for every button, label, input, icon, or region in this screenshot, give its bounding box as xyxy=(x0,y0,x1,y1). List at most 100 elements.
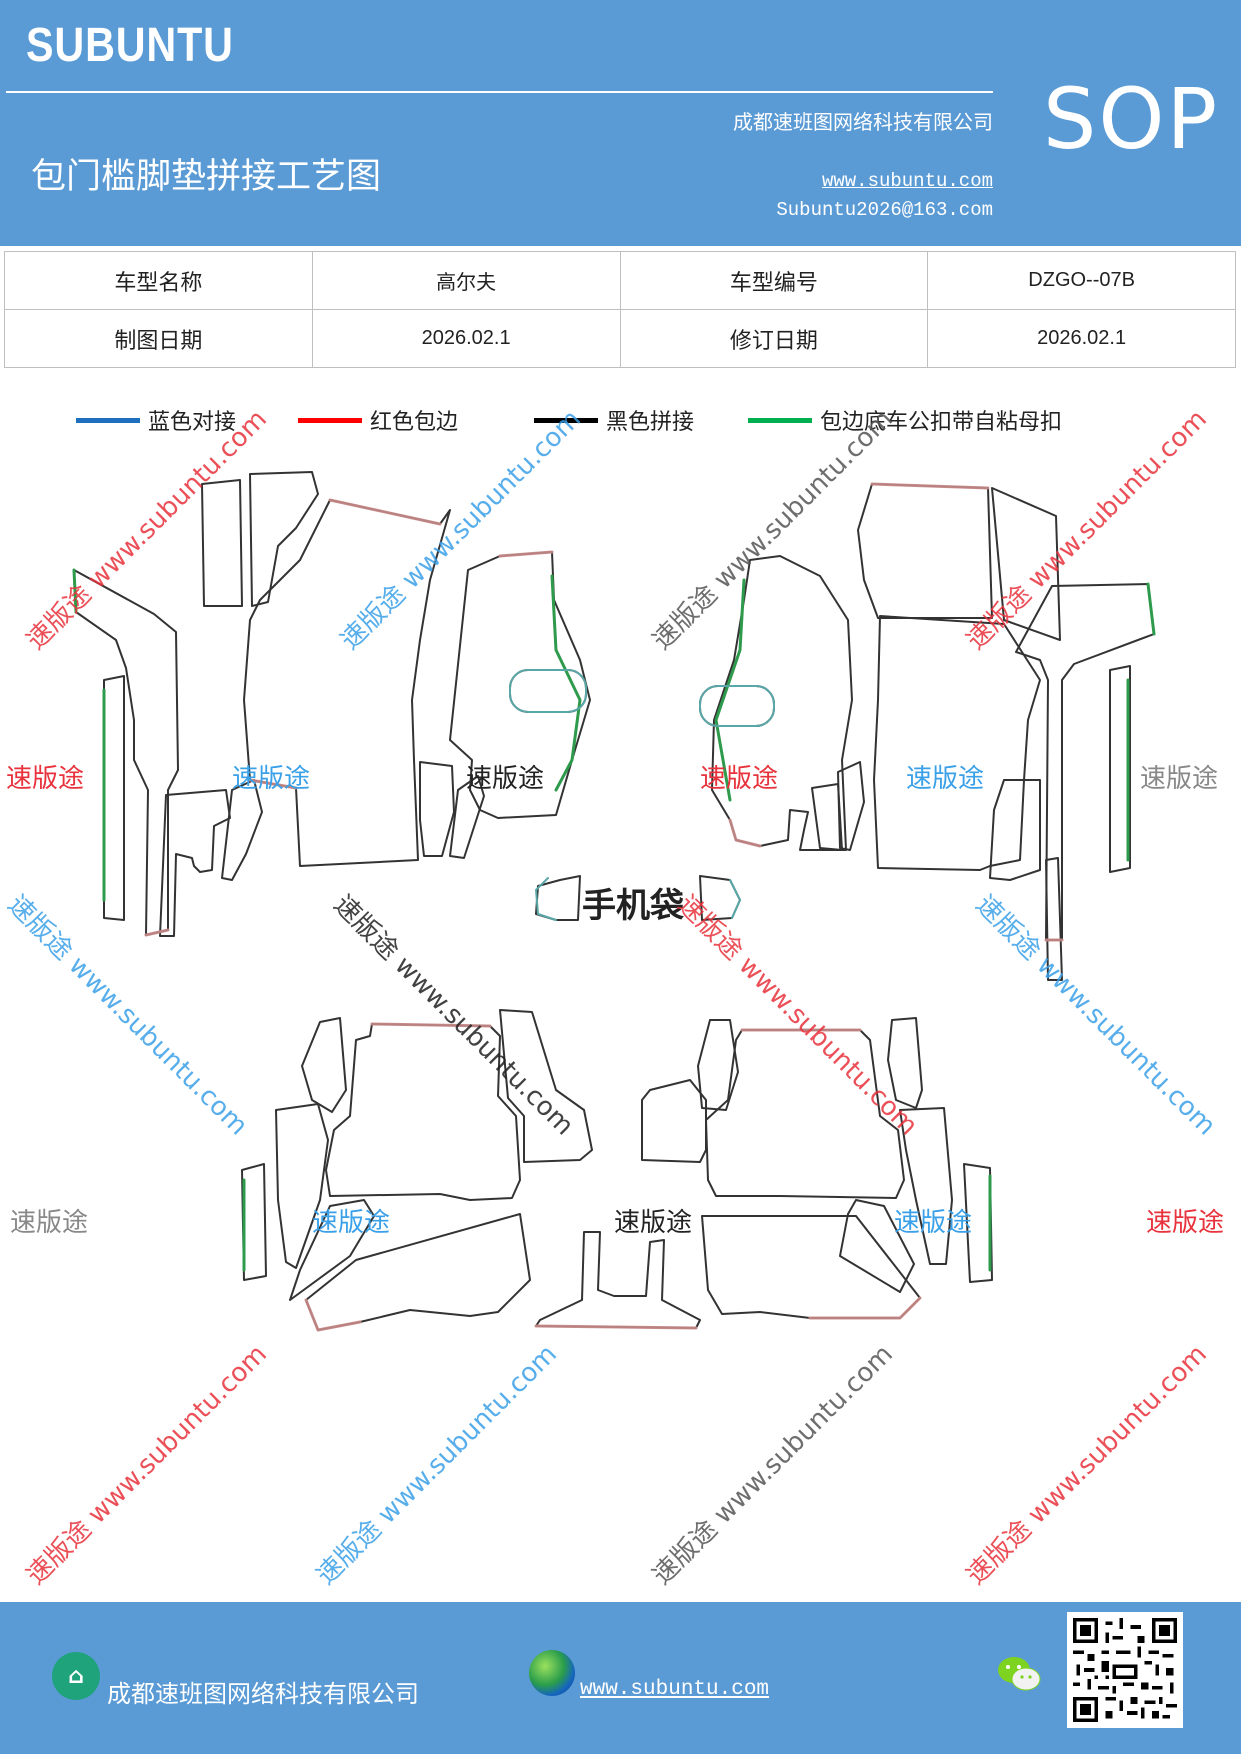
mat-piece xyxy=(697,1019,739,1111)
legend-item-green: 包边底车公扣带自粘母扣 xyxy=(748,402,1062,438)
mat-piece xyxy=(887,1017,923,1109)
mat-piece xyxy=(499,1009,593,1163)
red-edge xyxy=(248,778,298,790)
watermark-diagonal: 速版途 www.subuntu.com xyxy=(21,1339,273,1591)
mat-piece xyxy=(241,1163,267,1281)
mat-piece xyxy=(275,1103,329,1269)
wechat-icon[interactable] xyxy=(996,1654,1042,1694)
mat-piece xyxy=(811,783,843,851)
watermark-text: 速版途 xyxy=(614,1208,693,1238)
watermark-text: 速版途 xyxy=(466,764,545,794)
legend-item-red: 红色包边 xyxy=(298,402,458,438)
website-link[interactable]: www.subuntu.com xyxy=(821,170,993,192)
watermark-diagonal: 速版途 www.subuntu.com xyxy=(961,1339,1213,1591)
legend-label: 包边底车公扣带自粘母扣 xyxy=(820,410,1063,435)
company-name: 成都速班图网络科技有限公司 xyxy=(733,110,993,134)
mat-piece xyxy=(963,1163,993,1283)
watermark-text: 速版途 xyxy=(6,764,85,794)
red-edge xyxy=(370,1022,492,1028)
floor-mat-diagram xyxy=(0,440,1241,1340)
value-cell: DZGO--07B xyxy=(927,251,1236,310)
vehicle-info-table: 车型名称 高尔夫 车型编号 DZGO--07B 制图日期 2026.02.1 修… xyxy=(4,251,1236,368)
mat-piece xyxy=(103,675,125,921)
mat-piece xyxy=(873,615,1041,871)
mat-piece xyxy=(1015,583,1155,941)
watermark-diagonal: 速版途 www.subuntu.com xyxy=(311,1339,563,1591)
mat-piece xyxy=(989,779,1041,881)
green-edge xyxy=(72,568,78,614)
building-icon: ⌂ xyxy=(52,1652,100,1700)
footer-website-link[interactable]: www.subuntu.com xyxy=(580,1678,770,1701)
watermark-text: 速版途 xyxy=(312,1208,391,1238)
mat-piece xyxy=(839,1199,915,1293)
table-row: 车型名称 高尔夫 车型编号 DZGO--07B xyxy=(4,251,1236,310)
label-cell: 修订日期 xyxy=(619,309,929,368)
red-edge xyxy=(870,482,990,490)
mat-piece xyxy=(991,487,1061,641)
mat-piece xyxy=(535,1231,701,1329)
mat-piece xyxy=(249,471,319,607)
header-banner: SUBUNTU 包门槛脚垫拼接工艺图 成都速班图网络科技有限公司 www.sub… xyxy=(0,0,1241,246)
red-edge xyxy=(328,498,442,526)
mat-piece xyxy=(705,1029,905,1199)
label-cell: 车型编号 xyxy=(619,251,929,310)
email-address[interactable]: Subuntu2026@163.com xyxy=(776,199,993,221)
watermark-text: 速版途 xyxy=(1146,1208,1225,1238)
label-cell: 制图日期 xyxy=(4,309,313,368)
mat-hole xyxy=(699,685,775,727)
red-edge xyxy=(144,928,170,937)
phone-bag-edge xyxy=(729,879,741,919)
mat-piece xyxy=(221,779,263,881)
mat-piece xyxy=(301,1017,347,1113)
document-title: 包门槛脚垫拼接工艺图 xyxy=(31,157,382,197)
value-cell: 2026.02.1 xyxy=(927,309,1236,368)
green-edge xyxy=(1146,582,1156,636)
label-cell: 车型名称 xyxy=(4,251,313,310)
red-edge xyxy=(808,1296,922,1320)
value-cell: 高尔夫 xyxy=(311,251,621,310)
watermark-text: 速版途 xyxy=(1140,764,1219,794)
mat-piece xyxy=(73,569,179,936)
mat-piece xyxy=(419,761,455,857)
brand-logo: SUBUNTU xyxy=(26,19,234,72)
mat-piece xyxy=(243,499,451,867)
mat-piece xyxy=(289,1199,375,1301)
watermark-text: 速版途 xyxy=(10,1208,89,1238)
value-cell: 2026.02.1 xyxy=(311,309,621,368)
mat-piece xyxy=(449,551,591,819)
legend-label: 红色包边 xyxy=(370,410,459,435)
globe-icon xyxy=(529,1650,575,1696)
footer-company-name: 成都速班图网络科技有限公司 xyxy=(107,1680,419,1708)
red-edge xyxy=(498,550,554,558)
green-edge xyxy=(550,574,582,792)
table-row: 制图日期 2026.02.1 修订日期 2026.02.1 xyxy=(4,309,1236,368)
watermark-text: 速版途 xyxy=(700,764,779,794)
mat-piece xyxy=(1109,665,1131,873)
legend-label: 黑色拼接 xyxy=(606,410,695,435)
phone-bag-edge xyxy=(535,877,557,921)
mat-piece xyxy=(857,483,993,619)
mat-piece xyxy=(711,555,853,851)
mat-piece xyxy=(325,1023,521,1201)
legend-swatch xyxy=(298,417,362,423)
mat-hole-edge xyxy=(509,669,587,713)
watermark-diagonal: 速版途 www.subuntu.com xyxy=(647,1339,899,1591)
legend-item-black: 黑色拼接 xyxy=(534,402,694,438)
mat-piece xyxy=(899,1107,953,1265)
qr-code[interactable] xyxy=(1067,1612,1183,1728)
legend-swatch xyxy=(534,417,598,423)
legend-swatch xyxy=(76,417,140,423)
mat-piece xyxy=(201,479,243,607)
footer-banner: ⌂ 成都速班图网络科技有限公司 www.subuntu.com xyxy=(0,1602,1241,1754)
mat-piece xyxy=(701,1215,921,1319)
watermark-text: 速版途 xyxy=(906,764,985,794)
legend-item-blue: 蓝色对接 xyxy=(76,402,236,438)
watermark-text: 速版途 xyxy=(894,1208,973,1238)
legend-label: 蓝色对接 xyxy=(148,410,237,435)
phone-bag-label: 手机袋 xyxy=(582,886,684,926)
sop-badge: SOP xyxy=(1043,70,1220,168)
legend-swatch xyxy=(748,417,812,423)
watermark-text: 速版途 xyxy=(232,764,311,794)
red-edge xyxy=(728,818,762,848)
mat-piece xyxy=(159,789,231,937)
